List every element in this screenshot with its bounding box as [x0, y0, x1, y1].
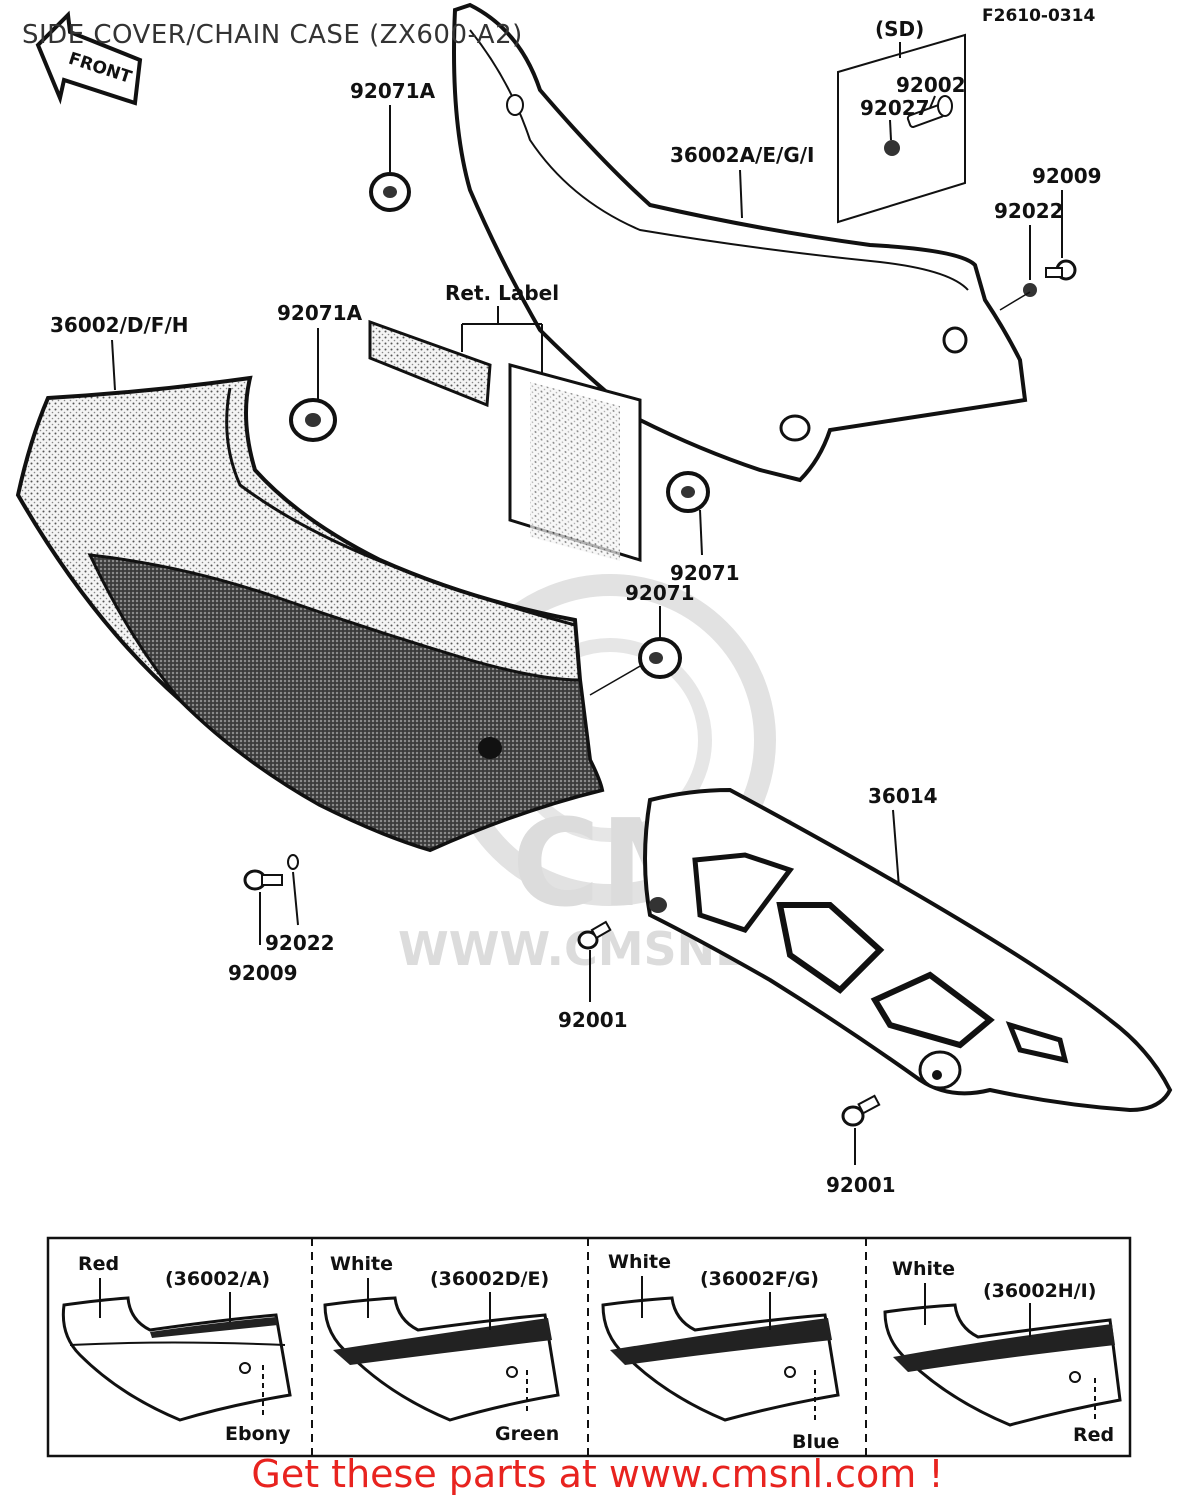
part-92009-left-label: 92009 [228, 961, 298, 985]
part-92071a-top-label: 92071A [350, 79, 436, 103]
page-title: SIDE COVER/CHAIN CASE (ZX600-A2) [22, 20, 523, 50]
variant-4-bottom-color: Red [1073, 1424, 1114, 1446]
variant-1-code: (36002/A) [165, 1268, 270, 1290]
front-arrow: FRONT [35, 10, 143, 106]
part-92027-label: 92027 [860, 96, 930, 120]
grommet-92071-upper: 92071 [666, 471, 740, 585]
variant-3-bottom-color: Blue [792, 1431, 839, 1453]
variant-3-code: (36002F/G) [700, 1268, 819, 1290]
variant-2: White (36002D/E) Green [323, 1253, 560, 1445]
part-92022-left-label: 92022 [265, 931, 335, 955]
part-92071-upper-label: 92071 [670, 561, 740, 585]
part-36014-label: 36014 [868, 784, 938, 808]
sd-label: (SD) [875, 17, 924, 41]
variant-2-bottom-color: Green [495, 1423, 559, 1445]
screw-92001-bottom: 92001 [826, 1094, 896, 1197]
diagram-code: F2610-0314 [982, 6, 1095, 26]
variant-4-top-color: White [892, 1258, 955, 1280]
part-92071a-mid-label: 92071A [277, 301, 363, 325]
footer-link[interactable]: Get these parts at www.cmsnl.com ! [251, 1452, 944, 1496]
side-cover-lower: 36002/D/F/H [15, 313, 605, 853]
variant-1-top-color: Red [78, 1253, 119, 1275]
chain-case: 36014 [643, 784, 1173, 1113]
grommet-92071a-mid: 92071A [277, 301, 363, 442]
part-92022-right-label: 92022 [994, 199, 1064, 223]
sd-plate: (SD) 92002 92027 [837, 17, 966, 224]
variant-4-code: (36002H/I) [983, 1280, 1096, 1302]
color-variants-box: Red (36002/A) Ebony White (36002D/E) Gre… [46, 1236, 1132, 1458]
ret-label-text: Ret. Label [445, 281, 559, 305]
variant-2-top-color: White [330, 1253, 393, 1275]
variant-2-code: (36002D/E) [430, 1268, 549, 1290]
grommet-92071-lower: 92071 [589, 581, 695, 696]
part-92009-right-label: 92009 [1032, 164, 1102, 188]
variant-3: White (36002F/G) Blue [601, 1251, 840, 1453]
ret-label-group: Ret. Label [368, 281, 642, 563]
part-92001-bottom-label: 92001 [826, 1173, 896, 1197]
screw-92009-left: 92022 92009 [228, 854, 335, 985]
side-cover-upper: 36002A/E/G/I [452, 2, 1028, 483]
screw-92009-right: 92009 92022 [994, 164, 1102, 311]
grommet-92071a-top: 92071A [350, 79, 436, 212]
variant-1-bottom-color: Ebony [225, 1423, 291, 1445]
part-92002-label: 92002 [896, 73, 966, 97]
variant-1: Red (36002/A) Ebony [61, 1253, 292, 1445]
variant-4: White (36002H/I) Red [883, 1258, 1122, 1446]
variant-3-top-color: White [608, 1251, 671, 1273]
part-92001-mid-label: 92001 [558, 1008, 628, 1032]
part-36002a-label: 36002A/E/G/I [670, 143, 815, 167]
part-92071-lower-label: 92071 [625, 581, 695, 605]
part-36002d-label: 36002/D/F/H [50, 313, 189, 337]
screw-92001-mid: 92001 [558, 920, 628, 1032]
